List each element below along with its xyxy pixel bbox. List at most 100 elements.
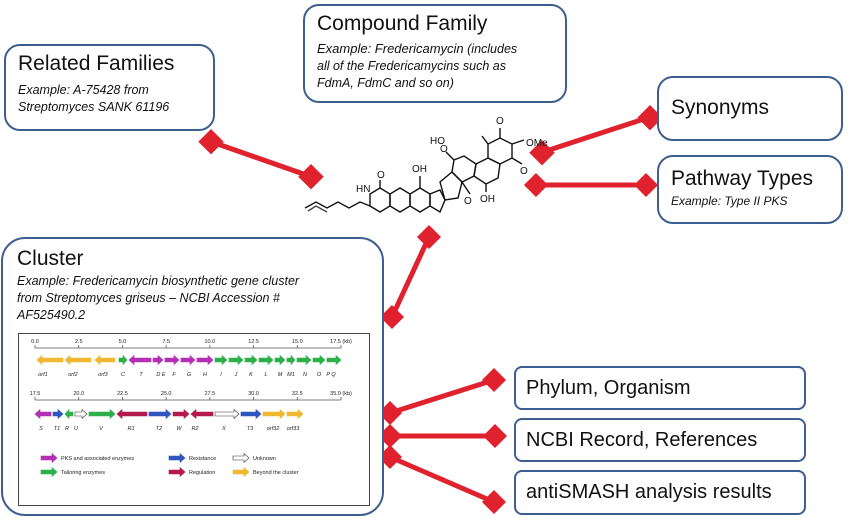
ring-e xyxy=(451,155,477,183)
gene-arrow-row1 xyxy=(326,354,342,366)
pathway-types-box: Pathway Types Example: Type II PKS xyxy=(657,155,843,224)
gene-label-row1: G xyxy=(187,372,192,378)
gene-arrow-row2 xyxy=(262,408,286,420)
gene-arrow-row2 xyxy=(34,408,52,420)
gene-arrow-row2 xyxy=(64,408,74,420)
legend-label: Regulation xyxy=(189,470,215,476)
related-families-example: Example: A-75428 from Streptomyces SANK … xyxy=(18,83,170,115)
phylum-organism-label: Phylum, Organism xyxy=(526,376,691,399)
gene-arrow-row1 xyxy=(258,354,274,366)
gene-label-row1: orf3 xyxy=(98,372,108,378)
gene-arrow-row2 xyxy=(52,408,64,420)
gene-label-row2: T2 xyxy=(156,426,162,432)
label-ho: HO xyxy=(430,136,445,147)
ruler1-tick-label: 7.5 xyxy=(162,339,170,345)
pathway-types-title: Pathway Types xyxy=(671,167,814,190)
ruler1-tick-label: 15.0 xyxy=(292,339,303,345)
ring-pyridone xyxy=(369,187,391,213)
connector-synonyms xyxy=(529,104,663,166)
gene-arrow-row1 xyxy=(214,354,228,366)
gene-label-row1: J xyxy=(234,372,238,378)
gene-arrow-row2 xyxy=(116,408,148,420)
gene-label-row2: R xyxy=(65,426,69,432)
ruler2-tick-label: 22.5 xyxy=(117,391,128,397)
label-hn: HN xyxy=(356,184,370,195)
compound-family-title: Compound Family xyxy=(317,12,488,35)
gene-arrow-row2 xyxy=(88,408,116,420)
ncbi-record-label: NCBI Record, References xyxy=(526,428,758,451)
gene-label-row1: M xyxy=(278,372,283,378)
gene-arrow-row1 xyxy=(36,354,64,366)
legend-swatch xyxy=(40,452,58,464)
gene-label-row1: I xyxy=(220,372,222,378)
gene-arrow-row2 xyxy=(148,408,172,420)
ruler2-tick-label: 35.0 (kb) xyxy=(330,391,352,397)
connector-cluster xyxy=(379,224,442,330)
gene-label-row1: N xyxy=(303,372,307,378)
legend-swatch xyxy=(40,466,58,478)
gene-arrow-row1 xyxy=(180,354,196,366)
legend-label: PKS and associated enzymes xyxy=(61,456,134,462)
side-chain xyxy=(304,201,371,209)
gene-label-row2: R2 xyxy=(191,426,198,432)
gene-label-row1: K xyxy=(249,372,253,378)
synonyms-box: Synonyms xyxy=(657,76,843,141)
gene-arrow-row1 xyxy=(244,354,258,366)
phylum-organism-box: Phylum, Organism xyxy=(514,366,806,410)
cluster-title: Cluster xyxy=(17,247,84,270)
label-o-ring: O xyxy=(440,144,448,155)
gene-label-row1: orf2 xyxy=(68,372,77,378)
cluster-example: Example: Fredericamycin biosynthetic gen… xyxy=(17,274,300,322)
gene-arrow-row1 xyxy=(286,354,296,366)
gene-arrow-row2 xyxy=(240,408,262,420)
gene-label-row1: F xyxy=(172,372,176,378)
label-o-amide: O xyxy=(377,170,385,181)
label-ome: OMe xyxy=(526,138,548,149)
gene-arrow-row1 xyxy=(164,354,180,366)
legend-swatch xyxy=(168,466,186,478)
gene-label-row1: L xyxy=(264,372,267,378)
legend-swatch xyxy=(168,452,186,464)
ruler1-tick-label: 2.5 xyxy=(75,339,83,345)
related-families-box: Related Families Example: A-75428 from S… xyxy=(4,44,215,131)
gene-arrow-row1 xyxy=(118,354,128,366)
gene-label-row1: T xyxy=(139,372,143,378)
gene-label-row1: M1 xyxy=(287,372,295,378)
ruler2-tick-label: 20.0 xyxy=(73,391,84,397)
gene-arrow-row2 xyxy=(214,408,240,420)
gene-arrow-row1 xyxy=(152,354,164,366)
gene-arrow-row1 xyxy=(274,354,286,366)
compound-family-example: Example: Fredericamycin (includes all of… xyxy=(317,41,518,90)
gene-label-row2: orf32 xyxy=(267,426,280,432)
ruler2-tick-label: 32.5 xyxy=(292,391,303,397)
ruler1-tick-label: 0.0 xyxy=(31,339,39,345)
antismash-results-box: antiSMASH analysis results xyxy=(514,470,806,515)
compound-family-box: Compound Family Example: Fredericamycin … xyxy=(303,4,567,103)
gene-label-row2: T3 xyxy=(247,426,254,432)
ncbi-record-box: NCBI Record, References xyxy=(514,418,806,462)
fredericamycin-structure: HO O OMe O O OH OH O HN O xyxy=(304,116,548,214)
legend-swatch xyxy=(232,466,250,478)
legend-label: Resistance xyxy=(189,456,216,462)
synonyms-title: Synonyms xyxy=(671,96,770,119)
label-o-right: O xyxy=(520,166,528,177)
pathway-types-example: Example: Type II PKS xyxy=(671,194,788,209)
gene-arrow-row1 xyxy=(94,354,116,366)
gene-arrow-row1 xyxy=(64,354,92,366)
legend-swatch xyxy=(232,452,250,464)
ring-d xyxy=(439,171,463,201)
gene-label-row1: orf1 xyxy=(38,372,47,378)
gene-arrow-row1 xyxy=(228,354,244,366)
ruler1-tick-label: 5.0 xyxy=(119,339,127,345)
ruler2-tick-label: 25.0 xyxy=(161,391,172,397)
ring-g xyxy=(487,137,513,165)
ruler2-tick-label: 27.5 xyxy=(204,391,215,397)
related-families-title: Related Families xyxy=(18,52,175,75)
ruler2-tick-label: 30.0 xyxy=(248,391,259,397)
gene-label-row2: S xyxy=(39,426,43,432)
legend-label: Tailoring enzymes xyxy=(61,470,105,476)
gene-label-row1: P Q xyxy=(326,372,336,378)
gene-arrow-row2 xyxy=(286,408,304,420)
